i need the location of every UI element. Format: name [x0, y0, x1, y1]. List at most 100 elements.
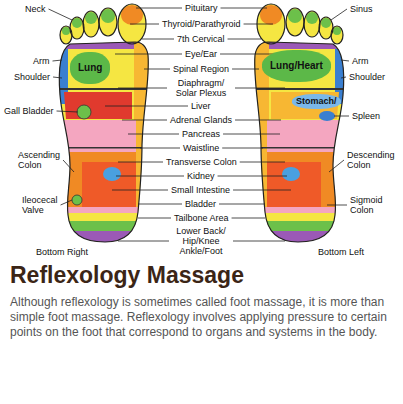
foot-zones-mirror [249, 4, 353, 250]
organ-label: Shoulder [14, 72, 50, 82]
kidney-zone [103, 167, 121, 181]
leader-line [218, 176, 287, 177]
organ-label: Sigmoid Colon [350, 195, 383, 215]
liver-zone [64, 92, 132, 119]
leader-line [118, 162, 163, 163]
toe-outline [83, 11, 99, 37]
leader-line [235, 88, 285, 89]
leader-line [122, 120, 167, 121]
reflex-point-label: Bladder [185, 199, 216, 209]
leader-line [219, 204, 265, 205]
leader-line [140, 148, 180, 149]
leader-line [112, 190, 168, 191]
leader-line [53, 60, 63, 61]
reflex-point-label: Liver [191, 101, 211, 111]
organ-label: Arm [33, 56, 50, 66]
leader-line [53, 77, 62, 78]
organ-zone: Lung/Heart [262, 50, 331, 82]
reflex-point-label: Diaphragm/ Solar Plexus [170, 78, 232, 98]
leader-line [329, 160, 344, 172]
reflex-point-label: Lower Back/ Hip/Knee Ankle/Foot [172, 226, 230, 256]
reflex-point-label: Kidney [187, 171, 215, 181]
leader-line [240, 162, 285, 163]
reflex-point-label: Spinal Region [173, 64, 229, 74]
reflex-point-label: Small Intestine [171, 185, 230, 195]
leader-line [327, 205, 347, 206]
toe-cap [85, 12, 97, 24]
toe-outline [99, 8, 117, 36]
leader-line [138, 218, 171, 219]
leader-line [244, 24, 273, 25]
organ-label: Descending Colon [347, 150, 395, 170]
leader-line [105, 106, 188, 107]
leader-line [115, 54, 182, 55]
zone-label: Lung [78, 62, 102, 74]
ileocecal-zone [72, 195, 82, 205]
reflex-point-label: Eye/Ear [185, 49, 217, 59]
leader-line [341, 60, 349, 61]
zone-label: Stomach/ [296, 96, 337, 107]
organ-zone: Lung [70, 52, 110, 84]
leader-line [128, 134, 179, 135]
caption: Although reflexology is sometimes called… [10, 295, 393, 340]
reflex-point-label: Thyroid/Parathyroid [162, 19, 241, 29]
leader-line [142, 39, 174, 40]
leader-line [331, 9, 347, 20]
organ-label: Bottom Left [318, 247, 364, 257]
leader-line [63, 160, 74, 172]
organ-label: Arm [352, 56, 369, 66]
organ-label: Ascending Colon [18, 150, 60, 170]
title: Reflexology Massage [10, 262, 244, 289]
organ-label: Neck [25, 4, 46, 14]
organ-label: Bottom Right [36, 247, 88, 257]
leader-line [138, 204, 182, 205]
leader-line [136, 8, 182, 9]
sole-outline [59, 42, 148, 242]
gall-bladder-zone [77, 105, 91, 119]
zone [50, 213, 150, 221]
organ-label: Gall Bladder [4, 106, 54, 116]
leader-line [232, 69, 259, 70]
leader-line [233, 190, 291, 191]
foot-outline-mirror [255, 4, 344, 242]
toe-cap [62, 27, 70, 35]
toe [60, 26, 72, 44]
leader-line [61, 200, 72, 205]
sole-zones [50, 40, 154, 250]
leader-line [232, 218, 265, 219]
leader-line [235, 120, 281, 121]
zone-label: Lung/Heart [270, 60, 323, 72]
leader-line [334, 116, 349, 117]
reflex-point-label: Pancreas [182, 129, 220, 139]
foot-zones [50, 4, 154, 250]
leader-line [221, 8, 267, 9]
reflex-point-label: Waistline [183, 143, 219, 153]
reflex-point-label: Pituitary [185, 3, 218, 13]
leader-line [228, 39, 261, 40]
leader-line [223, 134, 280, 135]
reflex-point-label: Tailbone Area [174, 213, 229, 223]
zone [82, 162, 136, 207]
zone [50, 207, 150, 213]
leader-line [118, 241, 169, 242]
leader-line [49, 9, 72, 20]
reflex-point-label: Transverse Colon [166, 157, 237, 167]
leader-line [116, 176, 184, 177]
waistline [50, 147, 150, 149]
zone [50, 152, 136, 162]
organ-label: Spleen [352, 111, 380, 121]
leader-line [118, 88, 167, 89]
toe [83, 11, 99, 37]
reflex-point-label: Adrenal Glands [170, 115, 232, 125]
reflex-point-label: 7th Cervical [177, 34, 225, 44]
organ-label: Sinus [350, 4, 373, 14]
zone [50, 231, 150, 246]
leader-line [57, 111, 78, 112]
leader-line [130, 24, 159, 25]
spleen-zone [319, 111, 335, 121]
organ-zone: Stomach/ [292, 94, 341, 109]
organ-label: Shoulder [349, 72, 385, 82]
foot-outline [59, 4, 148, 242]
leader-line [222, 148, 263, 149]
